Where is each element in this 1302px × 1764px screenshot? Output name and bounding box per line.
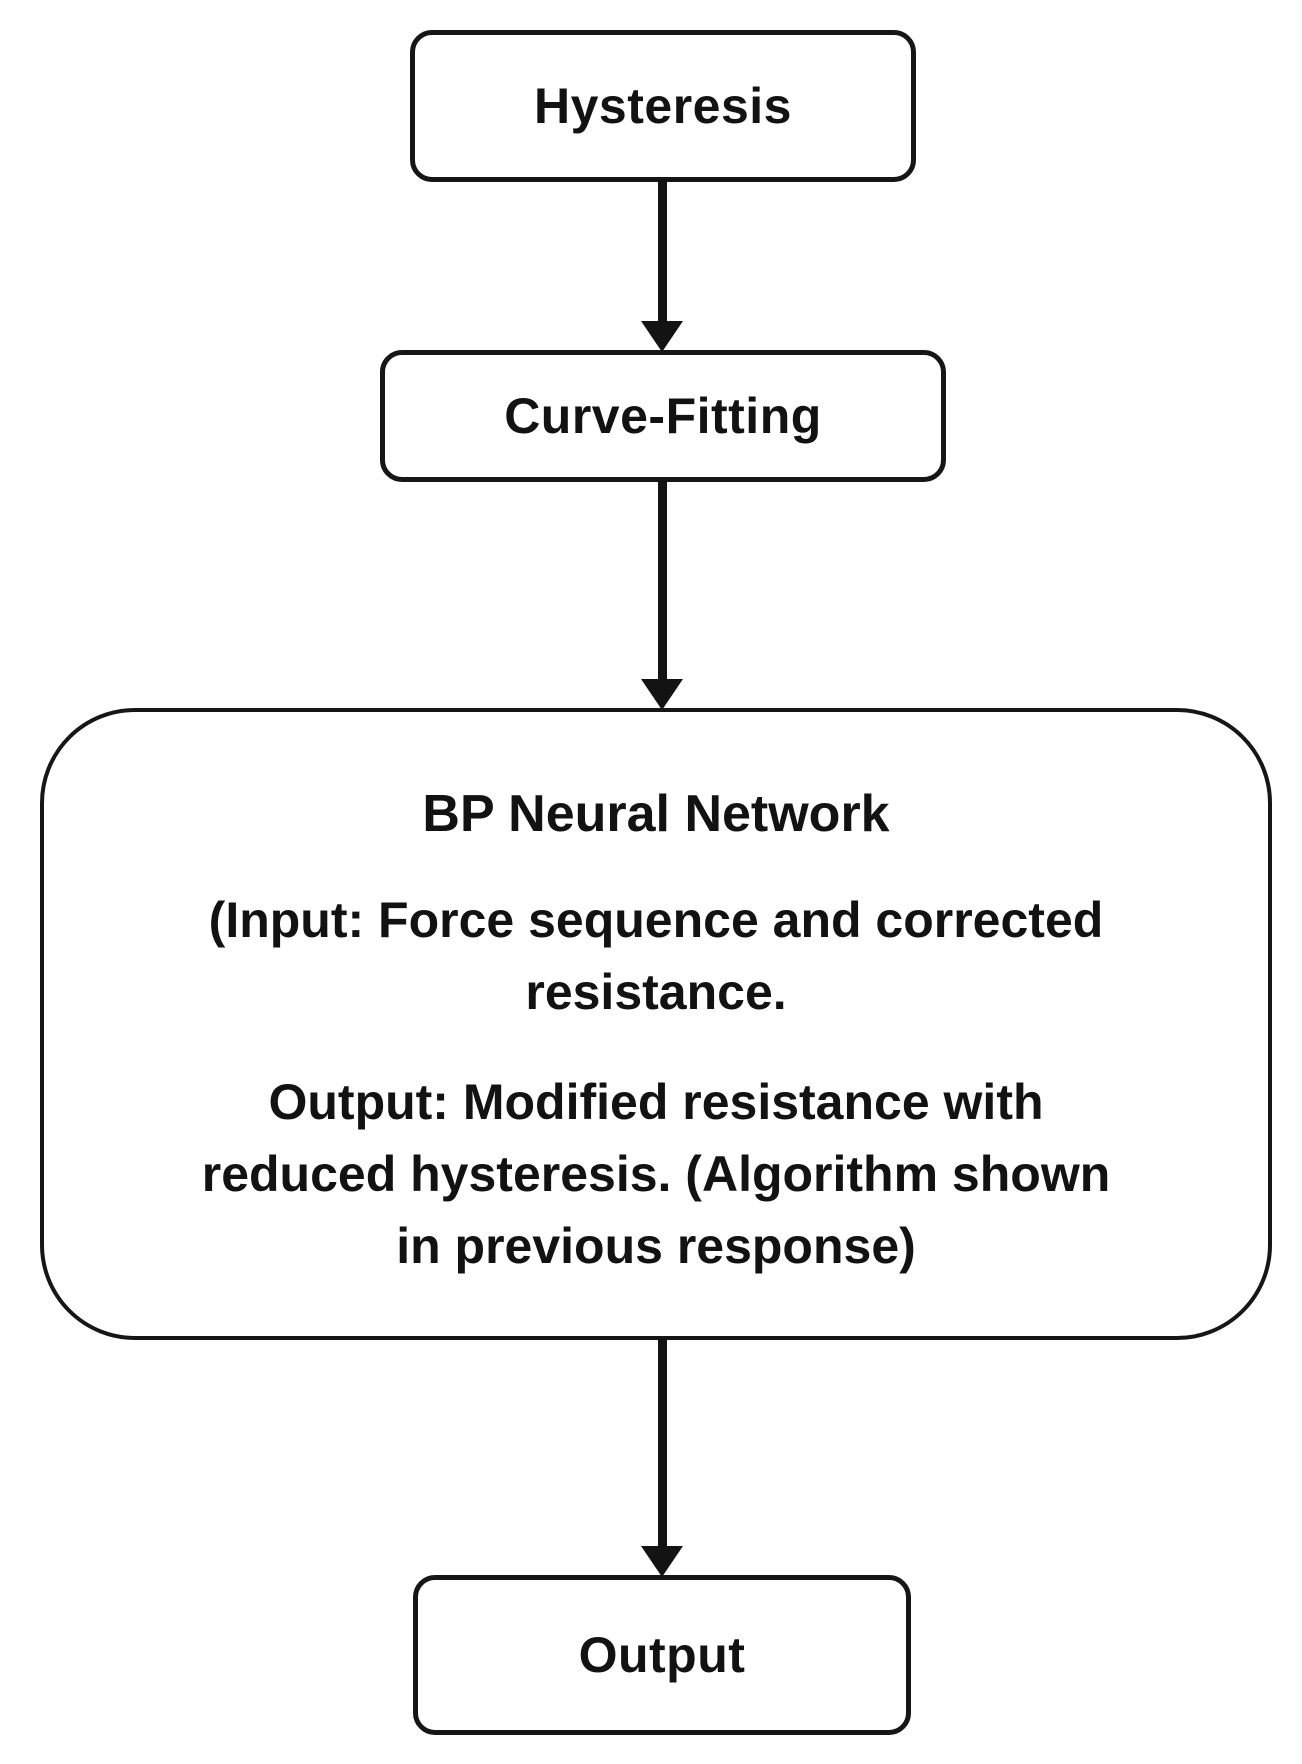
- arrow-shaft: [657, 180, 667, 321]
- arrow-shaft: [657, 1338, 667, 1546]
- node-curve-fitting: Curve-Fitting: [380, 350, 946, 482]
- node-bp-neural-network: BP Neural Network (Input: Force sequence…: [40, 708, 1272, 1340]
- node-bp-neural-network-input-text: (Input: Force sequence and corrected res…: [99, 884, 1213, 1028]
- node-bp-neural-network-content: BP Neural Network (Input: Force sequence…: [44, 712, 1268, 1336]
- arrow-hysteresis-to-curve-fitting: [640, 180, 684, 352]
- arrow-curve-fitting-to-bp-network: [640, 480, 684, 710]
- node-hysteresis: Hysteresis: [410, 30, 916, 182]
- output-text-line: Output: Modified resistance with: [268, 1074, 1044, 1130]
- input-text-line: resistance.: [525, 964, 787, 1020]
- arrow-head-icon: [641, 1546, 683, 1577]
- node-bp-neural-network-output-text: Output: Modified resistance with reduced…: [99, 1066, 1213, 1282]
- arrow-bp-network-to-output: [640, 1338, 684, 1577]
- node-bp-neural-network-title: BP Neural Network: [422, 785, 890, 843]
- input-text-line: (Input: Force sequence and corrected: [208, 892, 1104, 948]
- output-text-line: in previous response): [396, 1218, 916, 1274]
- node-output-label: Output: [578, 1627, 746, 1683]
- output-text-line: reduced hysteresis. (Algorithm shown: [201, 1146, 1111, 1202]
- node-hysteresis-label: Hysteresis: [534, 78, 792, 134]
- arrow-head-icon: [641, 321, 683, 352]
- arrow-head-icon: [641, 679, 683, 710]
- node-curve-fitting-label: Curve-Fitting: [504, 388, 822, 444]
- node-output: Output: [413, 1575, 911, 1735]
- arrow-shaft: [657, 480, 667, 679]
